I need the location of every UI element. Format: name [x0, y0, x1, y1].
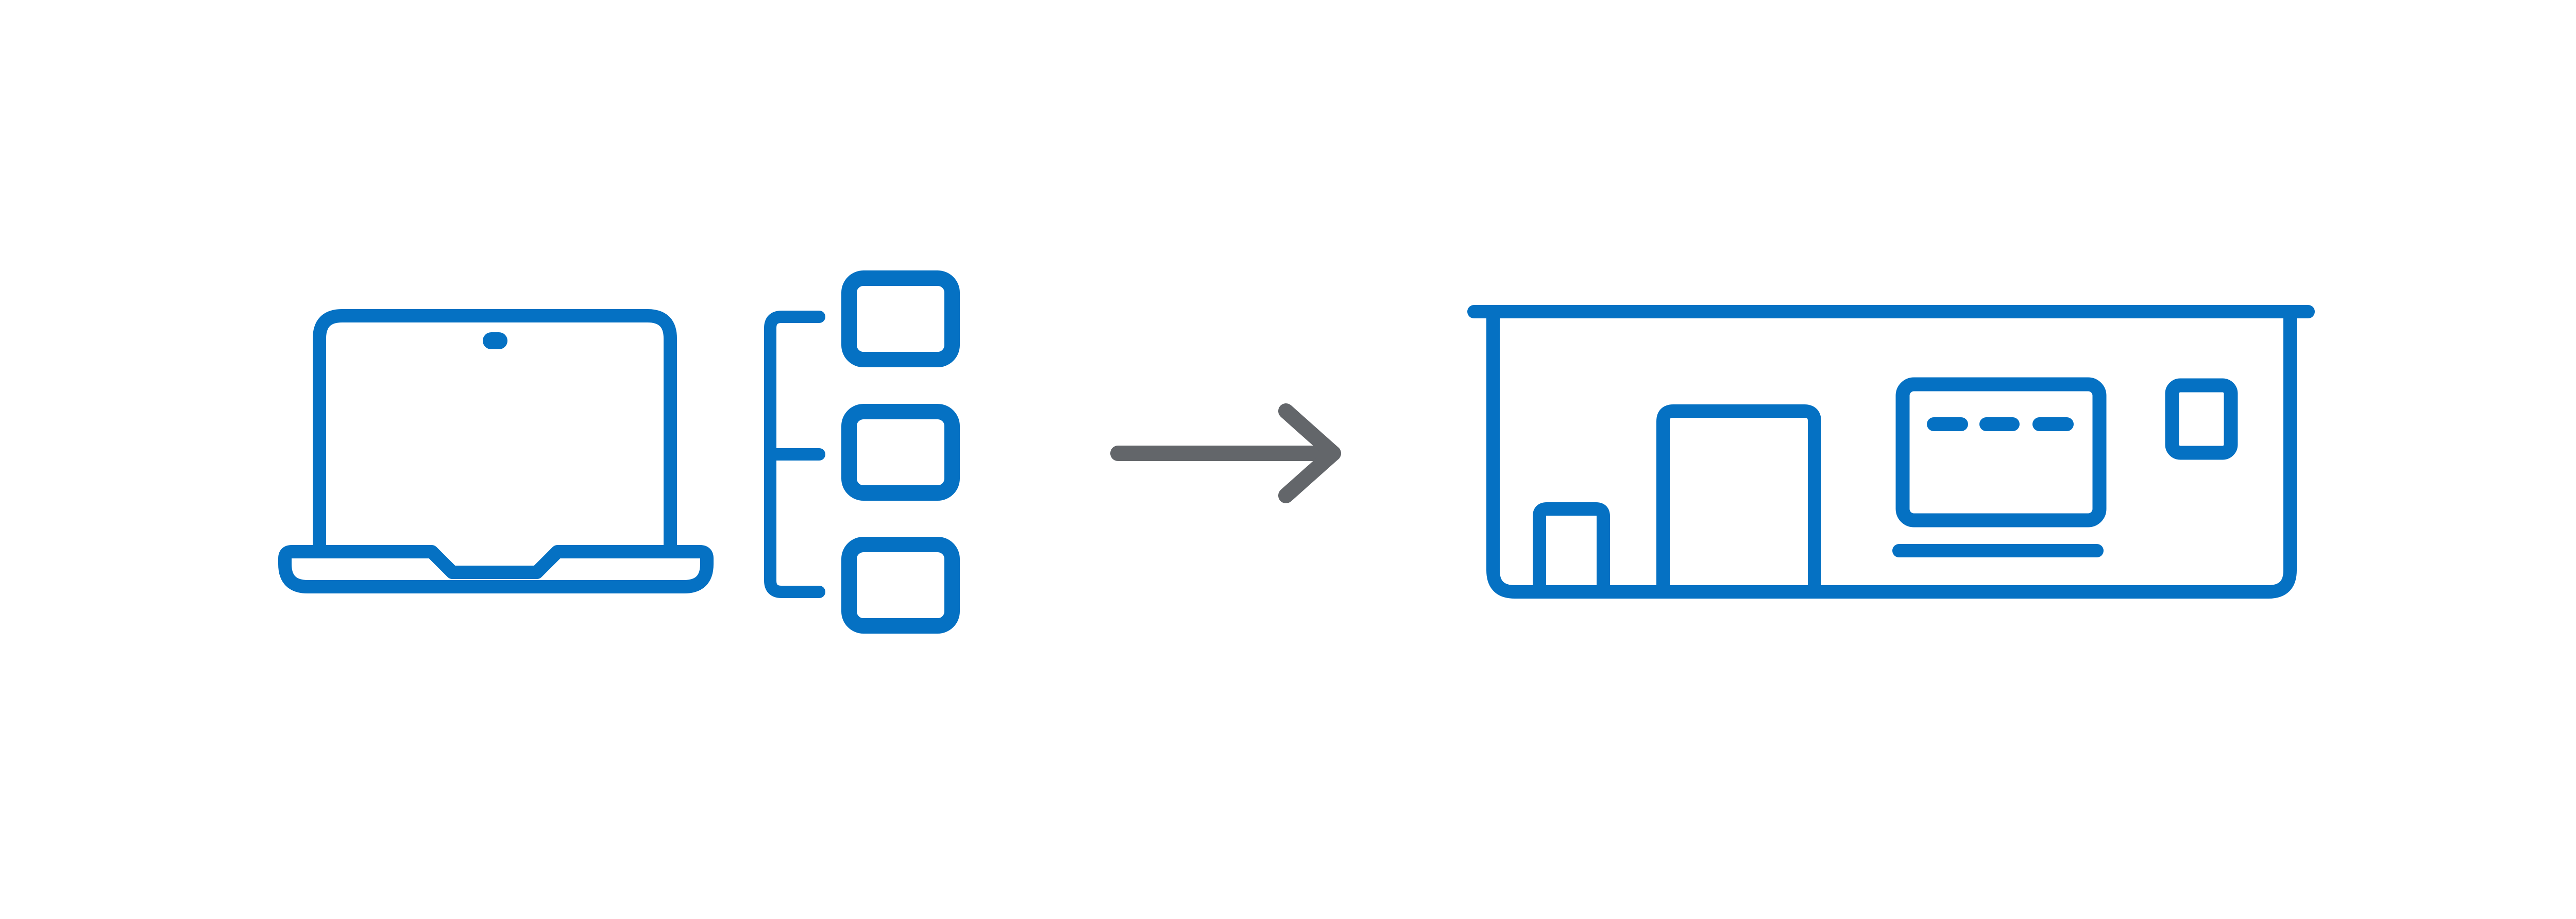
- warehouse-door: [1656, 404, 1821, 592]
- warehouse-window: [2165, 378, 2238, 460]
- hierarchy-bracket: [764, 311, 825, 598]
- hierarchy-node-1: [841, 270, 960, 367]
- dash-2: [1979, 417, 2020, 431]
- dash-1: [1927, 417, 1968, 431]
- hierarchy-node-3: [841, 537, 960, 634]
- dash-3: [2032, 417, 2074, 431]
- warehouse-sign-board: [1895, 377, 2107, 527]
- arrow-right-icon: [1110, 403, 1341, 503]
- sign-board-dashes: [1927, 417, 2074, 431]
- arrow-head: [1278, 403, 1341, 503]
- hierarchy-icon: [764, 270, 960, 634]
- hierarchy-node-2: [841, 404, 960, 501]
- laptop-camera-icon: [483, 332, 507, 349]
- laptop-base: [278, 545, 714, 593]
- laptop-icon: [278, 309, 714, 593]
- laptop-screen: [313, 309, 677, 555]
- warehouse-icon: [1467, 305, 2315, 599]
- warehouse-frame: [1486, 318, 2297, 599]
- warehouse-crate: [1533, 502, 1610, 592]
